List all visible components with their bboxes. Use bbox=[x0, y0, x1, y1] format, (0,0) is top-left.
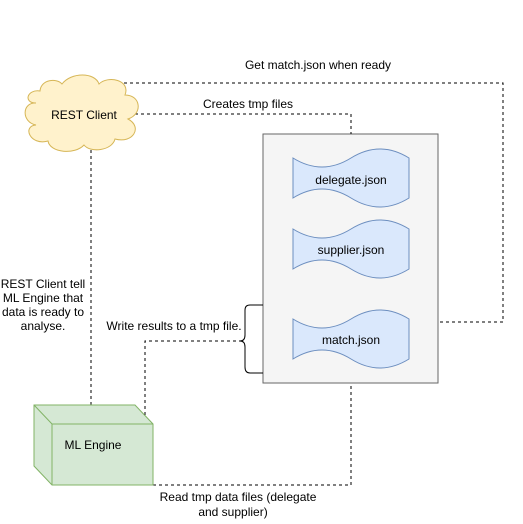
edge-label-creates-tmp: Creates tmp files bbox=[203, 97, 293, 111]
edge-read-tmp[interactable] bbox=[93, 383, 352, 486]
ml-engine-label: ML Engine bbox=[65, 438, 122, 452]
rest-client-cloud[interactable]: REST Client bbox=[24, 74, 139, 152]
file-label: delegate.json bbox=[315, 173, 386, 187]
edge-write-results[interactable] bbox=[144, 340, 240, 415]
svg-text:Read tmp data files (delegate: Read tmp data files (delegate bbox=[160, 490, 317, 504]
edge-label-rest-tells: REST Client tell ML Engine that data is … bbox=[1, 277, 85, 333]
svg-text:data is ready to: data is ready to bbox=[2, 305, 84, 319]
file-delegate-json[interactable]: delegate.json bbox=[292, 148, 410, 208]
svg-text:REST Client tell: REST Client tell bbox=[1, 277, 85, 291]
file-label: supplier.json bbox=[318, 243, 385, 257]
file-match-json[interactable]: match.json bbox=[292, 309, 410, 369]
edge-label-read-tmp: Read tmp data files (delegate and suppli… bbox=[160, 490, 317, 519]
file-label: match.json bbox=[322, 333, 380, 347]
rest-client-label: REST Client bbox=[51, 108, 117, 122]
edge-label-get-match: Get match.json when ready bbox=[245, 58, 391, 72]
svg-text:and supplier): and supplier) bbox=[198, 505, 267, 519]
svg-text:ML Engine that: ML Engine that bbox=[3, 291, 84, 305]
file-supplier-json[interactable]: supplier.json bbox=[292, 219, 410, 279]
edge-label-write-results: Write results to a tmp file. bbox=[106, 319, 241, 333]
edge-creates-tmp[interactable] bbox=[135, 113, 352, 134]
ml-engine-cube[interactable]: ML Engine bbox=[33, 404, 154, 486]
edge-get-match[interactable] bbox=[70, 82, 504, 323]
svg-text:analyse.: analyse. bbox=[21, 319, 66, 333]
curly-brace bbox=[239, 304, 263, 374]
